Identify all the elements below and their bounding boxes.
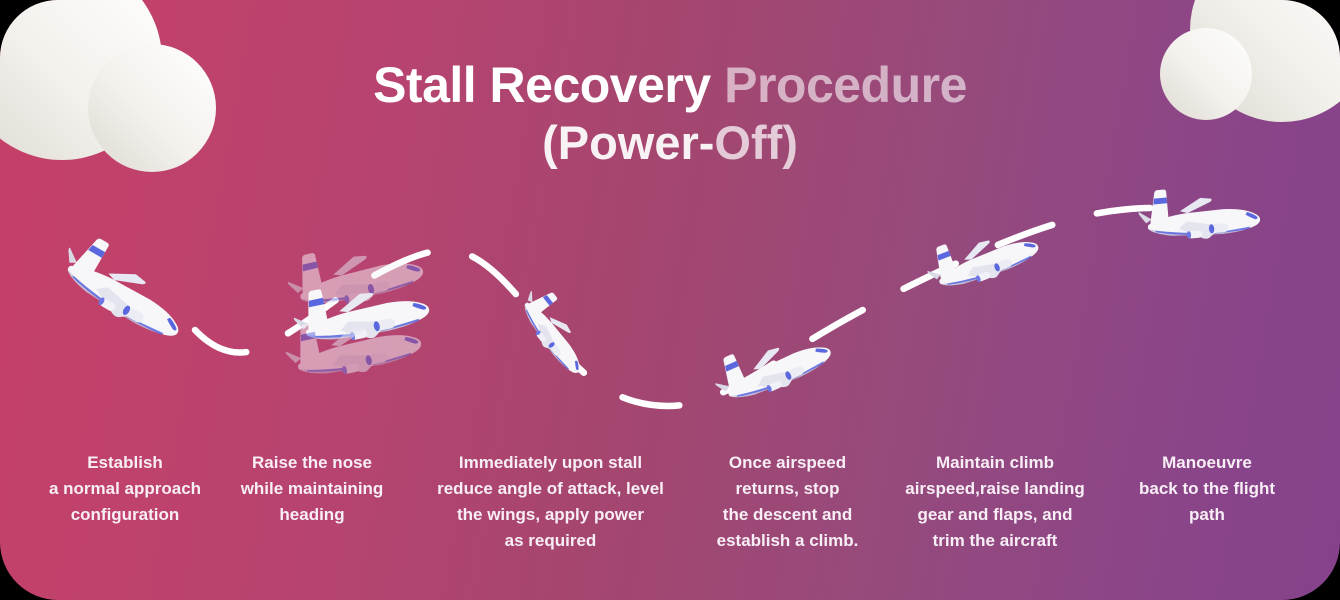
title-part-faded: Procedure (724, 57, 967, 113)
airplane-descending-icon (47, 225, 203, 355)
airplane-climbing-icon (705, 314, 841, 418)
page-title: Stall Recovery Procedure (Power-Off) (0, 58, 1340, 169)
step-caption-4: Once airspeed returns, stop the descent … (716, 453, 859, 550)
step-caption-1: Establish a normal approach configuratio… (48, 453, 202, 524)
title-part-strong: Stall Recovery (373, 57, 725, 113)
subtitle-part-faded: Off) (714, 116, 798, 169)
step-caption-5: Maintain climb airspeed,raise landing ge… (905, 453, 1085, 550)
airplane-climbing-icon (919, 210, 1048, 305)
step-caption-3: Immediately upon stall reduce angle of a… (437, 453, 664, 550)
airplane-diving-icon (508, 279, 604, 384)
step-caption-2: Raise the nose while maintaining heading (240, 453, 384, 524)
title-line-1: Stall Recovery Procedure (0, 58, 1340, 113)
title-line-2: (Power-Off) (0, 117, 1340, 169)
subtitle-part-strong: (Power- (542, 116, 715, 169)
step-caption-6: Manoeuvre back to the flight path (1139, 453, 1275, 524)
airplane-level-icon (1136, 179, 1265, 251)
